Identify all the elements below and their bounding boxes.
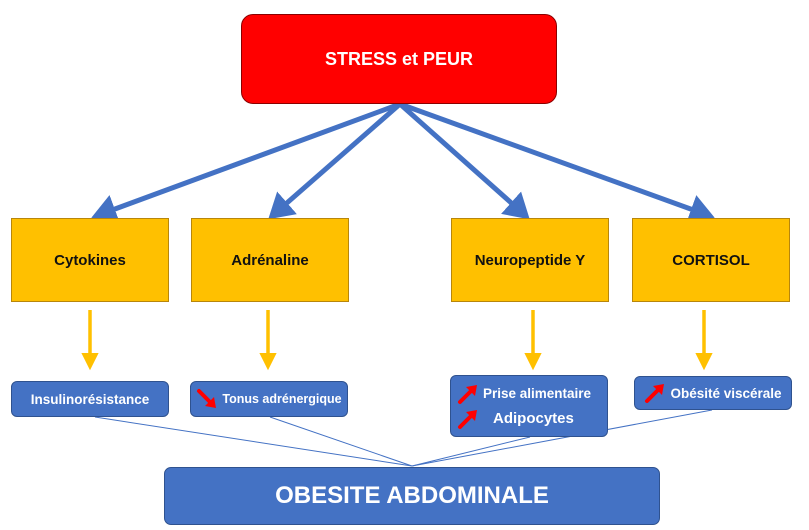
arrow-root-neuropeptide <box>398 102 530 220</box>
stress-peur-label: STRESS et PEUR <box>324 48 474 69</box>
cortisol-box: CORTISOL <box>632 218 790 302</box>
adipocytes-label: Adipocytes <box>493 410 574 427</box>
insulinoresistance-box: Insulinorésistance <box>11 381 169 417</box>
obesite-viscerale-box: Obésité viscérale <box>634 376 792 410</box>
adrenaline-label: Adrénaline <box>231 251 309 269</box>
adrenaline-box: Adrénaline <box>191 218 349 302</box>
cytokines-label: Cytokines <box>54 251 126 269</box>
arrow-root-cytokines <box>91 101 401 224</box>
line-insulin-bottom <box>94 416 413 467</box>
insulinoresistance-label: Insulinorésistance <box>30 391 150 407</box>
red-arrow-down-icon <box>197 389 217 408</box>
stress-peur-box: STRESS et PEUR <box>241 14 557 104</box>
line-tonus-bottom <box>269 416 413 467</box>
cortisol-label: CORTISOL <box>672 251 750 269</box>
arrow-root-cortisol <box>399 101 715 224</box>
line-prise-bottom <box>411 436 531 467</box>
neuropeptide-y-box: Neuropeptide Y <box>451 218 609 302</box>
tonus-adrenergique-label: Tonus adrénergique <box>222 392 342 406</box>
obesite-viscerale-label: Obésité viscérale <box>670 385 782 401</box>
prise-alimentaire-label: Prise alimentaire <box>483 386 592 401</box>
cytokines-box: Cytokines <box>11 218 169 302</box>
tonus-adrenergique-box: Tonus adrénergique <box>190 381 348 417</box>
red-arrow-up-icon <box>458 409 477 429</box>
red-arrow-up-icon <box>645 384 665 403</box>
neuropeptide-y-label: Neuropeptide Y <box>474 251 586 269</box>
obesite-abdominale-label: OBESITE ABDOMINALE <box>275 482 549 509</box>
obesite-abdominale-box: OBESITE ABDOMINALE <box>164 467 660 525</box>
line-visceral-bottom <box>411 409 713 467</box>
prise-adipocytes-box: Prise alimentaire Adipocytes <box>450 375 608 437</box>
red-arrow-up-icon <box>458 384 477 404</box>
arrow-root-adrenaline <box>268 102 402 220</box>
